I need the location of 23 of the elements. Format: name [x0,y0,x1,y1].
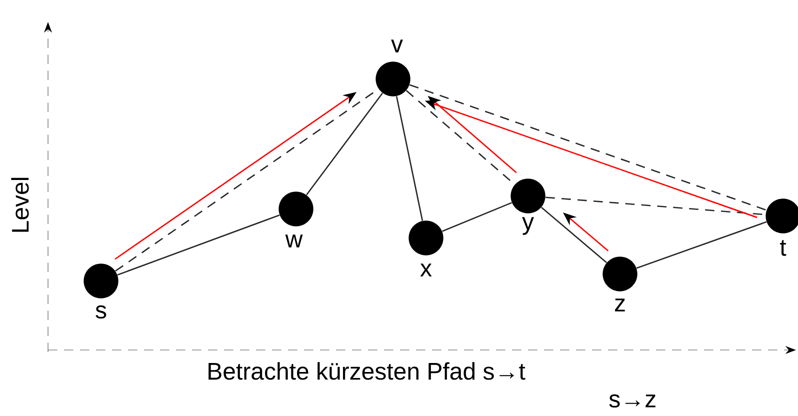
vertex-dot [84,264,118,298]
axis-label: Level [11,178,29,232]
edge-line [409,84,767,211]
vertex-dot [408,220,444,256]
edge-line [117,214,280,276]
vertex-dot [602,256,638,292]
axis-label: s→z [609,394,656,408]
vertex-label: v [391,40,403,52]
vertex-label: w [285,234,303,248]
vertex-label: z [615,298,625,312]
vertex-dot [510,178,546,214]
edge-line [541,206,608,264]
vertex-label: t [780,240,786,256]
vertex-label: s [96,305,106,319]
axis-label: Betrachte kürzesten Pfad s→t [208,362,526,380]
edge-line [396,96,424,221]
vertex-dot [376,62,410,96]
edge-line [442,202,512,232]
edge-line [636,221,767,269]
vertex-label: x [420,264,432,276]
edge-line [306,92,384,196]
vertex-dot [278,192,314,226]
vertex-label: y [522,217,534,235]
